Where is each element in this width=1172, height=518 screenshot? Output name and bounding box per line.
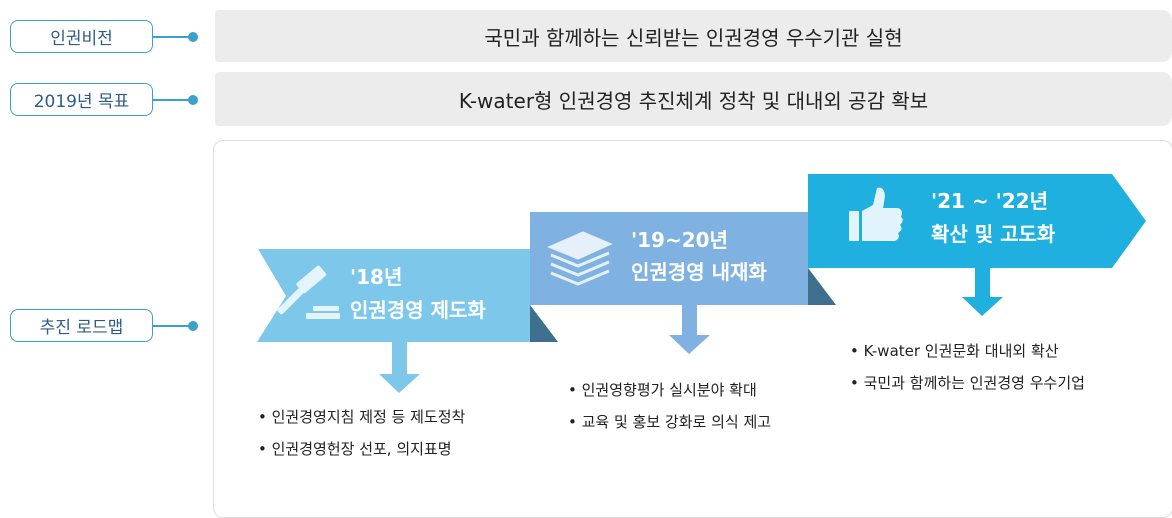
stage-2-period: '19~20년 (631, 228, 728, 252)
vision-label: 인권비전 (10, 20, 153, 53)
stage-2-bullet: 인권영향평가 실시분야 확대 (568, 379, 771, 400)
stage-1-period: '18년 (350, 265, 402, 289)
stage-1-title: 인권경영 제도화 (350, 298, 486, 322)
stage-3-bullet: 국민과 함께하는 인권경영 우수기업 (850, 372, 1085, 393)
roadmap-dot (188, 321, 198, 331)
stage-3-arrow (962, 268, 1003, 316)
stage-2: '19~20년 인권경영 내재화 (530, 212, 836, 354)
books-icon (547, 231, 613, 286)
stage-2-bullets: 인권영향평가 실시분야 확대 교육 및 홍보 강화로 의식 제고 (568, 379, 771, 443)
stage-3-title: 확산 및 고도화 (931, 222, 1056, 246)
vision-banner: 국민과 함께하는 신뢰받는 인권경영 우수기관 실현 (215, 10, 1172, 62)
stage-1-fold-shadow (530, 305, 558, 342)
goal-label: 2019년 목표 (10, 83, 153, 116)
roadmap-connector (153, 325, 193, 327)
goal-banner: K-water형 인권경영 추진체계 정착 및 대내외 공감 확보 (215, 72, 1172, 126)
stage-3-banner (808, 174, 1146, 268)
goal-connector (153, 99, 193, 101)
stage-3-bullet: K-water 인권문화 대내외 확산 (850, 340, 1085, 361)
stage-1-bullet: 인권경영지침 제정 등 제도정착 (258, 406, 466, 427)
stage-1-bullet: 인권경영헌장 선포, 의지표명 (258, 438, 465, 459)
stage-3: '21 ~ '22년 확산 및 고도화 (808, 174, 1146, 316)
vision-text: 국민과 함께하는 신뢰받는 인권경영 우수기관 실현 (484, 25, 903, 50)
goal-text: K-water형 인권경영 추진체계 정착 및 대내외 공감 확보 (458, 88, 929, 113)
vision-connector (153, 36, 193, 38)
roadmap-label: 추진 로드맵 (10, 309, 153, 342)
stage-2-title: 인권경영 내재화 (631, 260, 767, 284)
stage-1: '18년 인권경영 제도화 (257, 249, 558, 393)
stage-2-arrow (669, 305, 710, 354)
stage-2-banner (530, 212, 836, 305)
stage-2-bullet: 교육 및 홍보 강화로 의식 제고 (568, 411, 771, 432)
stage-1-banner (257, 249, 558, 342)
goal-dot (188, 95, 198, 105)
stage-2-fold-shadow (808, 268, 836, 305)
vision-dot (188, 32, 198, 42)
gavel-icon (277, 265, 340, 319)
stage-3-period: '21 ~ '22년 (931, 189, 1048, 213)
stage-1-bullets: 인권경영지침 제정 등 제도정착 인권경영헌장 선포, 의지표명 (258, 406, 466, 470)
stage-3-bullets: K-water 인권문화 대내외 확산 국민과 함께하는 인권경영 우수기업 (850, 340, 1085, 404)
thumbs-up-icon (849, 187, 903, 241)
stage-1-arrow (379, 342, 420, 393)
